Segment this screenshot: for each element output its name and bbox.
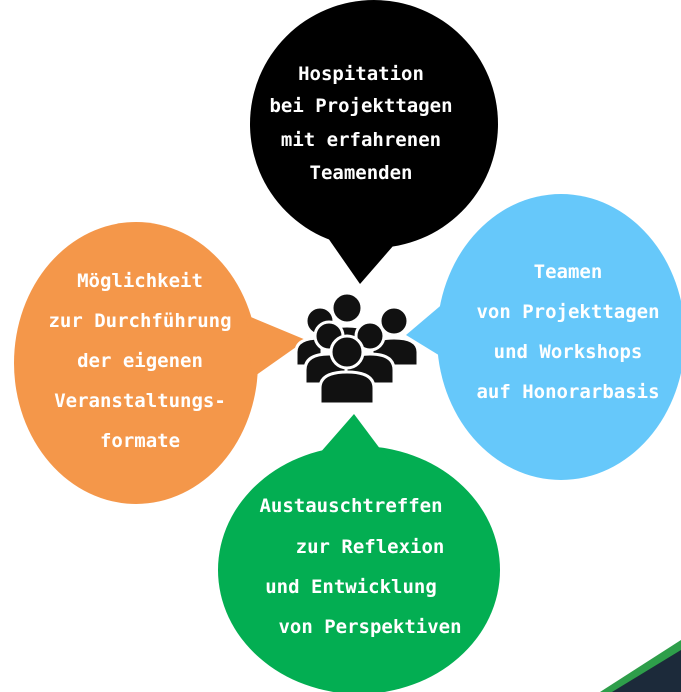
bubble-right: Teamen von Projekttagen und Workshops au… — [406, 194, 681, 480]
bubble-top-line-3: mit erfahrenen — [281, 129, 441, 151]
bubble-left-line-2: zur Durchführung — [48, 310, 231, 332]
bubble-left-line-4: Veranstaltungs- — [54, 390, 226, 412]
corner-decoration — [600, 640, 681, 692]
bubble-right-line-1: Teamen — [534, 261, 603, 283]
bubble-left-line-3: der eigenen — [77, 350, 203, 372]
bubble-bottom-pointer — [312, 414, 390, 462]
bubble-bottom-shape — [218, 446, 500, 692]
bubble-bottom: Austauschtreffen zur Reflexion und Entwi… — [218, 414, 500, 692]
bubble-top-shape — [250, 0, 498, 248]
bubble-bottom-line-1: Austauschtreffen — [259, 495, 442, 517]
bubble-top-line-1: Hospitation — [298, 63, 424, 85]
bubble-bottom-line-2: zur Reflexion — [296, 536, 445, 558]
bubble-left-line-5: formate — [100, 430, 180, 452]
bubble-right-line-3: und Workshops — [494, 341, 643, 363]
bubble-top-line-4: Teamenden — [310, 162, 413, 184]
bubble-right-pointer — [406, 296, 452, 362]
bubble-left-pointer — [246, 315, 306, 378]
bubble-bottom-line-4: von Perspektiven — [278, 616, 461, 638]
bubble-left: Möglichkeit zur Durchführung der eigenen… — [14, 222, 306, 504]
bubble-top-pointer — [328, 238, 400, 284]
bubble-right-line-2: von Projekttagen — [476, 301, 659, 323]
bubble-right-shape — [437, 194, 681, 480]
corner-stripe-green — [600, 640, 681, 692]
group-of-people-icon — [294, 291, 420, 406]
bubble-top: Hospitation bei Projekttagen mit erfahre… — [250, 0, 498, 284]
bubble-bottom-line-3: und Entwicklung — [265, 576, 437, 598]
bubble-top-line-2: bei Projekttagen — [269, 95, 452, 117]
bubble-left-shape — [14, 222, 258, 504]
bubble-left-line-1: Möglichkeit — [77, 270, 203, 292]
bubble-right-line-4: auf Honorarbasis — [476, 381, 659, 403]
